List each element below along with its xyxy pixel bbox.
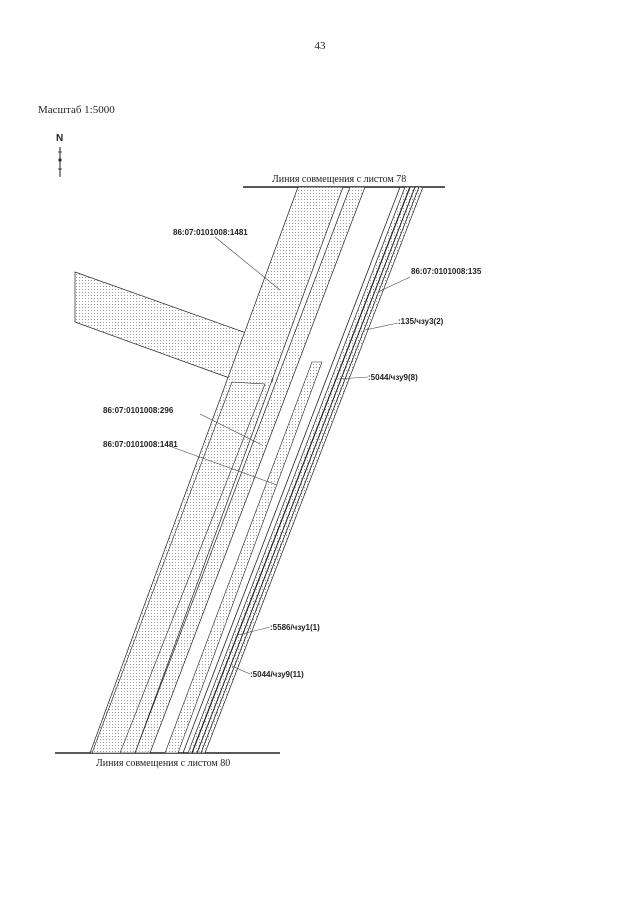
leader-chzu3-2 <box>364 322 399 331</box>
parcel-label-1481-top: 86:07:0101008:1481 <box>173 228 248 237</box>
leader-1481-mid <box>171 446 278 486</box>
part-label-chzu9-11: :5044/чзу9(11) <box>250 670 304 679</box>
bottom-match-label: Линия совмещения с листом 80 <box>96 758 230 769</box>
leader-chzu1-1 <box>237 626 271 636</box>
leader-135 <box>377 276 411 293</box>
road-line-4 <box>182 186 401 754</box>
leader-chzu9-11 <box>231 665 251 675</box>
leader-chzu9-8 <box>337 376 369 380</box>
north-letter: N <box>56 133 64 144</box>
parcel-label-1481-mid: 86:07:0101008:1481 <box>103 440 178 449</box>
parcel-label-135: 86:07:0101008:135 <box>411 267 482 276</box>
leader-1481-top <box>214 236 281 291</box>
leader-296 <box>199 413 263 446</box>
part-label-chzu1-1: :5586/чзу1(1) <box>270 623 320 632</box>
top-match-label: Линия совмещения с листом 78 <box>272 174 406 185</box>
north-arrow-icon <box>58 147 62 177</box>
parcel-strip-inner <box>134 186 366 754</box>
page-number: 43 <box>314 40 326 52</box>
road-line-3 <box>200 186 420 754</box>
part-label-chzu3-2: :135/чзу3(2) <box>398 317 444 326</box>
road-line-1 <box>191 186 411 754</box>
north-arrow: N <box>53 133 69 179</box>
part-label-chzu9-8: :5044/чзу9(8) <box>368 373 418 382</box>
parcel-strip-1481 <box>164 361 323 754</box>
scale-label: Масштаб 1:5000 <box>38 104 115 116</box>
parcel-label-296: 86:07:0101008:296 <box>103 406 174 415</box>
road-line-2 <box>196 186 416 754</box>
parcel-wedge-296 <box>91 381 266 754</box>
